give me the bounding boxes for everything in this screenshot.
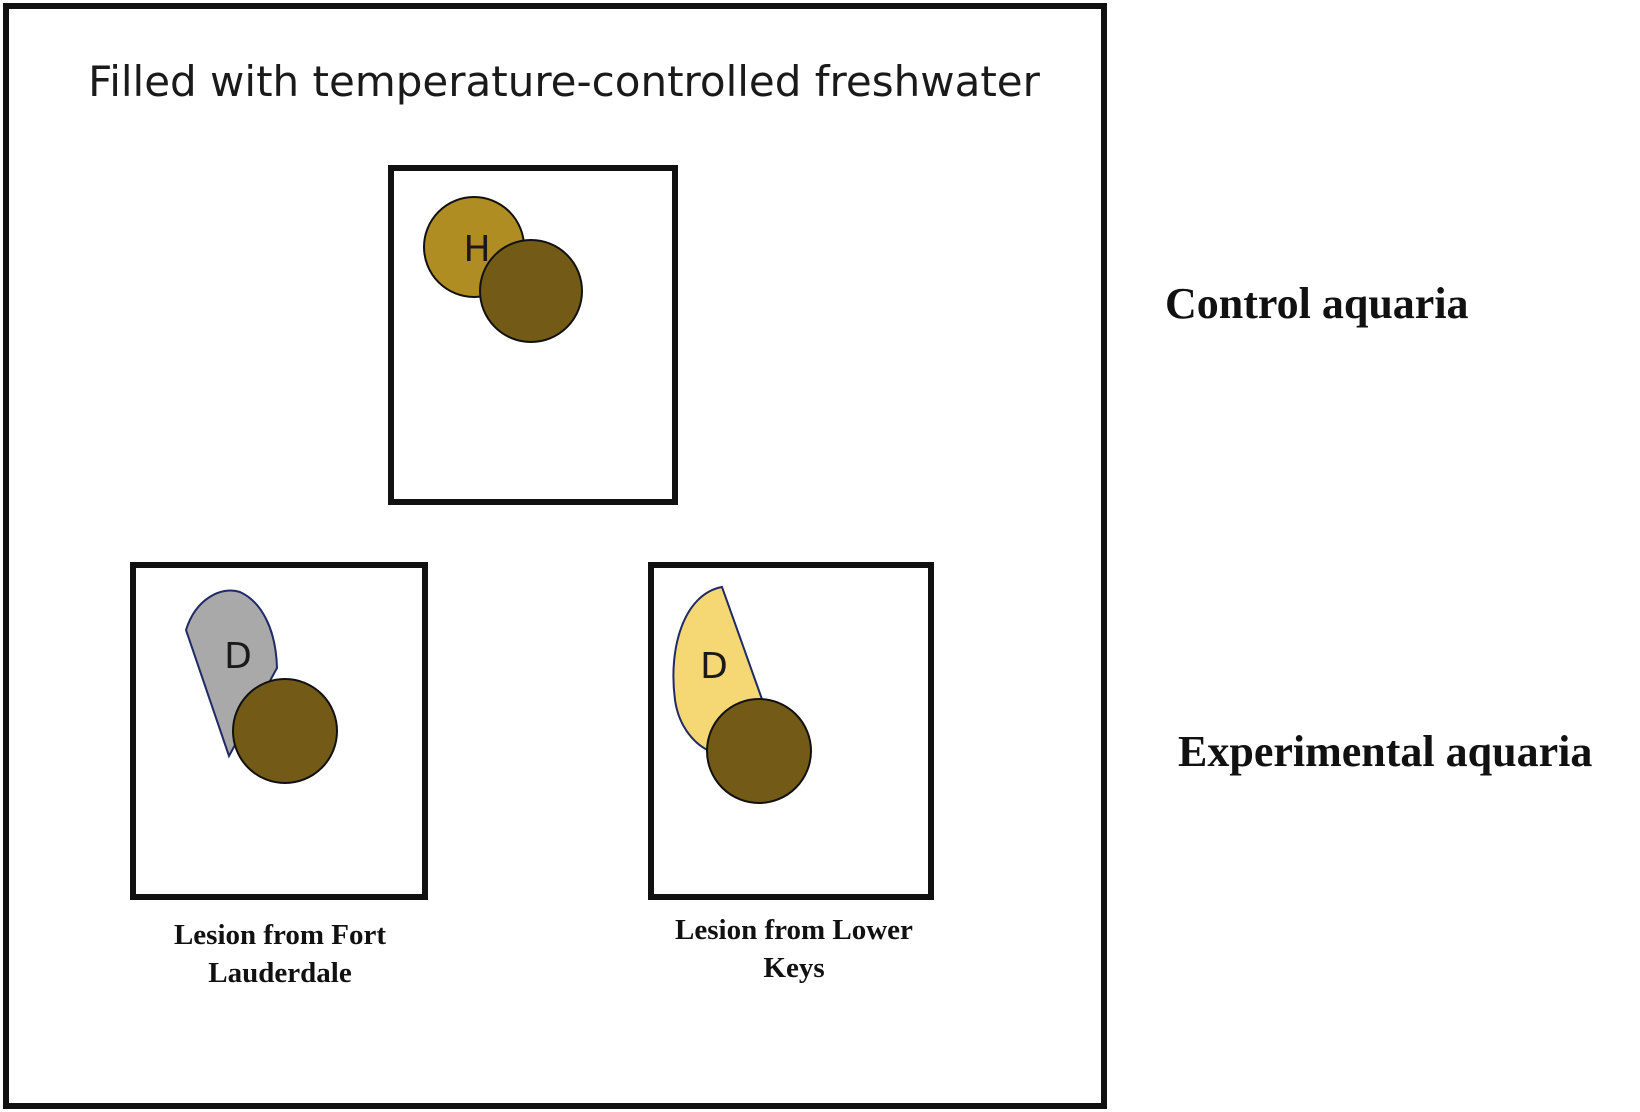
lesion-fragment-fort-lauderdale bbox=[184, 589, 279, 759]
caption-lower-keys-line2: Keys bbox=[763, 952, 824, 984]
lesion-letter-fort-lauderdale: D bbox=[224, 636, 252, 677]
recipient-coral-control bbox=[479, 239, 583, 343]
caption-lower-keys-line1: Lesion from Lower bbox=[675, 914, 913, 946]
caption-fort-lauderdale-line2: Lauderdale bbox=[208, 957, 352, 989]
recipient-coral-lower-keys bbox=[706, 698, 812, 804]
bath-title: Filled with temperature-controlled fresh… bbox=[88, 57, 1041, 106]
fort-lauderdale-tank: D Lesion from Fort Lauderdale bbox=[130, 562, 428, 989]
recipient-coral-fort-lauderdale bbox=[232, 678, 338, 784]
control-tank: H bbox=[388, 165, 678, 505]
control-aquaria-label: Control aquaria bbox=[1165, 279, 1469, 328]
lesion-letter-lower-keys: D bbox=[700, 646, 728, 687]
experimental-aquaria-label: Experimental aquaria bbox=[1178, 727, 1592, 776]
lower-keys-tank: D Lesion from Lower Keys bbox=[648, 562, 934, 984]
caption-fort-lauderdale-line1: Lesion from Fort bbox=[174, 919, 386, 951]
healthy-fragment-letter: H bbox=[463, 229, 490, 270]
